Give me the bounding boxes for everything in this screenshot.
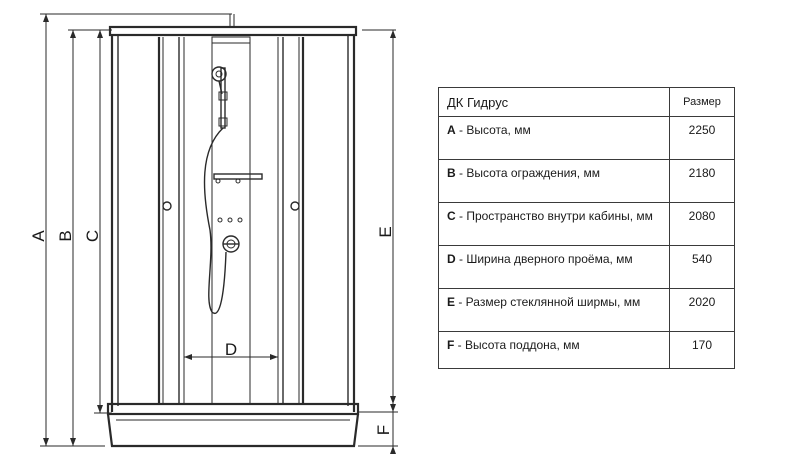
row-name: E - Размер стеклянной ширмы, мм (438, 288, 670, 332)
shelf-icon (213, 173, 263, 184)
dimension-f: F (358, 404, 398, 454)
row-value: 540 (669, 245, 735, 289)
table-row: F - Высота поддона, мм 170 (438, 331, 735, 369)
row-value: 2250 (669, 116, 735, 160)
label-c: C (83, 230, 102, 242)
dimension-d: D (184, 340, 278, 360)
mixer-icon (222, 235, 240, 253)
label-e: E (376, 226, 395, 237)
row-desc: - Ширина дверного проёма, мм (455, 252, 633, 266)
table-row: C - Пространство внутри кабины, мм 2080 (438, 202, 735, 246)
table-header-row: ДК Гидрус Размер (438, 87, 735, 117)
table-row: E - Размер стеклянной ширмы, мм 2020 (438, 288, 735, 332)
row-letter: C (447, 209, 456, 223)
row-value: 2080 (669, 202, 735, 246)
row-value: 2020 (669, 288, 735, 332)
cabin-body (106, 14, 360, 448)
row-letter: A (447, 123, 456, 137)
table-row: D - Ширина дверного проёма, мм 540 (438, 245, 735, 289)
row-letter: B (447, 166, 456, 180)
handle-left-icon (162, 201, 172, 211)
shower-head-icon (211, 66, 228, 129)
row-name: F - Высота поддона, мм (438, 331, 670, 369)
row-name: C - Пространство внутри кабины, мм (438, 202, 670, 246)
dimension-a: A (29, 13, 232, 447)
massage-jets-icon (217, 217, 243, 223)
dimension-c: C (83, 30, 112, 414)
value-header: Размер (669, 87, 735, 117)
row-letter: F (447, 338, 455, 352)
row-desc: - Высота ограждения, мм (455, 166, 600, 180)
row-desc: - Размер стеклянной ширмы, мм (455, 295, 641, 309)
label-b: B (56, 230, 75, 241)
spec-table: ДК Гидрус Размер A - Высота, мм 2250 B -… (438, 87, 735, 369)
table-row: B - Высота ограждения, мм 2180 (438, 159, 735, 203)
table-title: ДК Гидрус (438, 87, 670, 117)
label-a: A (29, 230, 48, 242)
row-value: 2180 (669, 159, 735, 203)
row-value: 170 (669, 331, 735, 369)
row-letter: E (447, 295, 456, 309)
row-desc: - Высота поддона, мм (454, 338, 580, 352)
handle-right-icon (290, 201, 300, 211)
row-name: A - Высота, мм (438, 116, 670, 160)
table-row: A - Высота, мм 2250 (438, 116, 735, 160)
label-d: D (225, 340, 237, 359)
row-letter: D (447, 252, 456, 266)
dimension-e: E (362, 29, 396, 404)
shower-hose (203, 127, 227, 315)
row-desc: - Высота, мм (455, 123, 531, 137)
label-f: F (374, 425, 393, 435)
dimension-b: B (56, 29, 112, 446)
row-name: D - Ширина дверного проёма, мм (438, 245, 670, 289)
row-desc: - Пространство внутри кабины, мм (455, 209, 653, 223)
row-name: B - Высота ограждения, мм (438, 159, 670, 203)
